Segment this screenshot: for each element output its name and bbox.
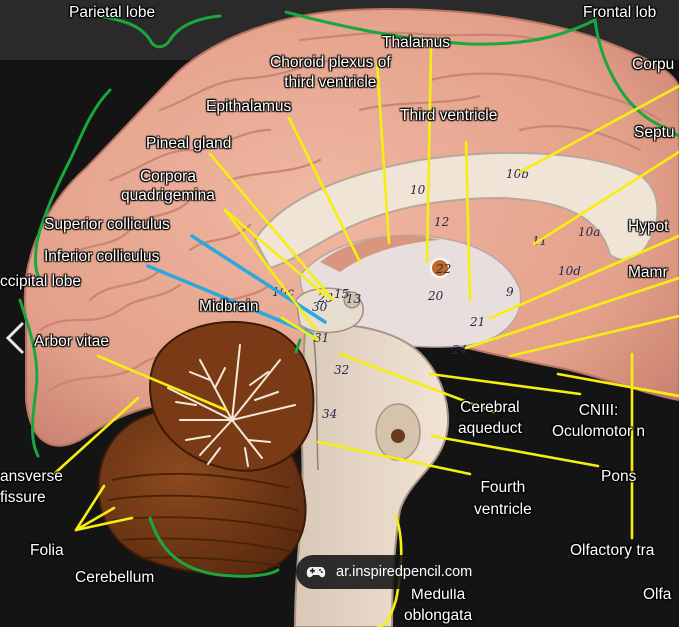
label-medulla-oblongata: Medulla oblongata (404, 586, 473, 624)
label-occipital-lobe: ccipital lobe (0, 273, 81, 290)
label-cerebral-aqueduct: Cerebral aqueduct (458, 399, 522, 437)
label-corpora-quadrigemina: Corpora quadrigemina (121, 168, 215, 204)
choroid-plexus-band (320, 235, 440, 272)
label-arbor-vitae: Arbor vitae (34, 333, 109, 350)
label-olfactory-tract: Olfactory tra (570, 542, 655, 559)
arbor-vitae-section (149, 320, 315, 472)
label-mammillary: Mamr (628, 264, 668, 281)
svg-text:15: 15 (334, 287, 349, 301)
region-boundaries (18, 10, 679, 578)
folia-texture (107, 473, 301, 567)
watermark[interactable]: ar.inspiredpencil.com (296, 555, 518, 589)
label-septum: Septu (634, 124, 675, 141)
label-superior-colliculus: Superior colliculus (44, 216, 170, 233)
label-thalamus: Thalamus (382, 34, 451, 51)
label-inferior-colliculus: Inferior colliculus (44, 248, 160, 265)
svg-text:20: 20 (427, 289, 444, 303)
svg-text:10d: 10d (558, 264, 581, 278)
label-pineal-gland: Pineal gland (146, 135, 232, 152)
svg-text:10a: 10a (578, 225, 600, 239)
label-corpus: Corpu (632, 56, 675, 73)
label-folia: Folia (30, 542, 64, 559)
svg-text:10: 10 (410, 183, 426, 197)
gamepad-icon (306, 567, 326, 578)
label-parietal-lobe: Parietal lobe (69, 4, 156, 21)
label-transverse-fissure: ansverse fissure (0, 468, 63, 506)
label-pons: Pons (601, 468, 637, 485)
massa-intermedia (430, 258, 450, 278)
chevron-left-icon[interactable] (2, 318, 28, 358)
pineal-model (343, 291, 361, 309)
svg-text:22: 22 (435, 262, 451, 276)
label-hypothalamus: Hypot (628, 218, 669, 235)
label-cniii: CNIII: Oculomotor n (552, 402, 646, 440)
label-epithalamus: Epithalamus (206, 98, 292, 115)
label-choroid-plexus: Choroid plexus of third ventricle (270, 54, 391, 91)
svg-text:32: 32 (334, 363, 349, 377)
label-lines (52, 46, 679, 627)
label-cerebellum: Cerebellum (75, 569, 155, 586)
svg-text:12: 12 (434, 215, 449, 229)
svg-text:34: 34 (322, 407, 337, 421)
aqueduct-line (313, 339, 319, 471)
svg-text:21: 21 (469, 315, 485, 329)
colliculus-lines (146, 234, 327, 336)
svg-text:13: 13 (346, 292, 362, 306)
svg-text:24: 24 (451, 343, 467, 357)
svg-text:9: 9 (506, 285, 514, 299)
label-midbrain: Midbrain (199, 298, 259, 315)
svg-text:31: 31 (314, 331, 329, 345)
label-olfa: Olfa (643, 586, 672, 603)
arbor-vitae-branches (167, 344, 296, 467)
pons-hole (391, 429, 405, 443)
watermark-url[interactable]: ar.inspiredpencil.com (336, 564, 473, 580)
label-frontal-lobe: Frontal lob (583, 4, 657, 21)
label-third-ventricle: Third ventricle (400, 107, 498, 124)
gyri-texture (38, 31, 662, 392)
label-fourth-ventricle: Fourth ventricle (474, 479, 532, 518)
svg-text:30: 30 (312, 300, 328, 314)
